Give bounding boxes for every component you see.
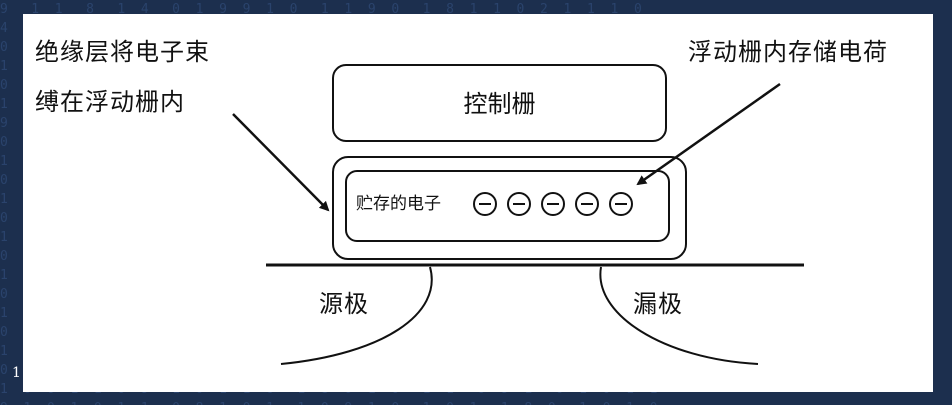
diagram-panel: 绝缘层将电子束 缚在浮动栅内 浮动栅内存储电荷 控制栅 贮存的电子 源极 漏极	[23, 14, 933, 392]
drain-region-curve	[599, 266, 759, 365]
slide-number: 1	[12, 365, 21, 381]
source-region-curve	[280, 266, 433, 365]
control-gate-box: 控制栅	[332, 64, 667, 142]
insulator-note-line2: 缚在浮动栅内	[35, 88, 185, 116]
drain-label: 漏极	[633, 290, 683, 318]
floating-gate-arrow	[636, 82, 781, 186]
minus-circle-icon	[541, 192, 565, 216]
source-label: 源极	[319, 290, 369, 318]
insulator-note-line1: 绝缘层将电子束	[35, 38, 210, 66]
control-gate-label: 控制栅	[463, 90, 536, 118]
minus-circle-icon	[473, 192, 497, 216]
floating-gate-note: 浮动栅内存储电荷	[688, 38, 888, 66]
minus-circle-icon	[575, 192, 599, 216]
stored-electrons-label: 贮存的电子	[356, 194, 441, 214]
diagram-lines	[232, 82, 804, 365]
minus-circle-icon	[507, 192, 531, 216]
minus-circle-icon	[609, 192, 633, 216]
insulator-arrow	[232, 113, 330, 212]
